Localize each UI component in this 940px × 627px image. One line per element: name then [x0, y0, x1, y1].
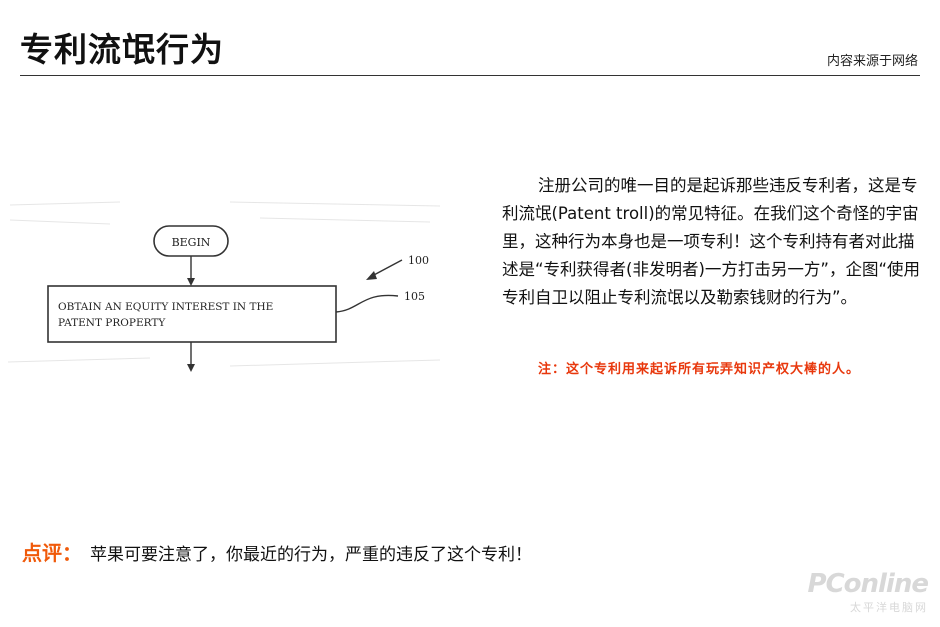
comment-block: 点评： 苹果可要注意了，你最近的行为，严重的违反了这个专利！ [22, 536, 532, 572]
patent-flowchart: BEGIN OBTAIN AN EQUITY INTEREST IN THE P… [7, 201, 441, 372]
watermark-logo: PConline [807, 569, 929, 599]
step-box-line-2: PATENT PROPERTY [58, 317, 166, 329]
ref-100-arrow [371, 259, 403, 277]
flow-arrowhead-1 [187, 278, 195, 286]
step-box [47, 285, 337, 343]
ref-100-label: 100 [408, 254, 429, 267]
comment-text: 苹果可要注意了，你最近的行为，严重的违反了这个专利！ [90, 545, 532, 565]
flow-arrowhead-2 [187, 364, 195, 372]
page-title: 专利流氓行为 [20, 30, 224, 69]
step-box-line-1: OBTAIN AN EQUITY INTEREST IN THE [58, 301, 273, 313]
comment-label: 点评： [22, 541, 82, 565]
ref-100-arrowhead [366, 271, 377, 280]
source-note: 内容来源于网络 [826, 54, 918, 69]
begin-label: BEGIN [172, 236, 211, 249]
red-note: 注：这个专利用来起诉所有玩弄知识产权大棒的人。 [502, 356, 922, 383]
main-paragraph: 注册公司的唯一目的是起诉那些违反专利者，这是专利流氓(Patent troll)… [502, 176, 921, 307]
pconline-watermark: PConline 太平洋电脑网 [807, 569, 929, 615]
header-divider [20, 75, 920, 76]
note-text: 这个专利用来起诉所有玩弄知识产权大棒的人。 [566, 362, 861, 377]
ref-105-leader [335, 294, 399, 313]
watermark-subtitle: 太平洋电脑网 [850, 601, 928, 614]
note-label: 注： [538, 362, 567, 377]
ref-105-label: 105 [404, 290, 425, 303]
scan-noise [7, 201, 441, 367]
